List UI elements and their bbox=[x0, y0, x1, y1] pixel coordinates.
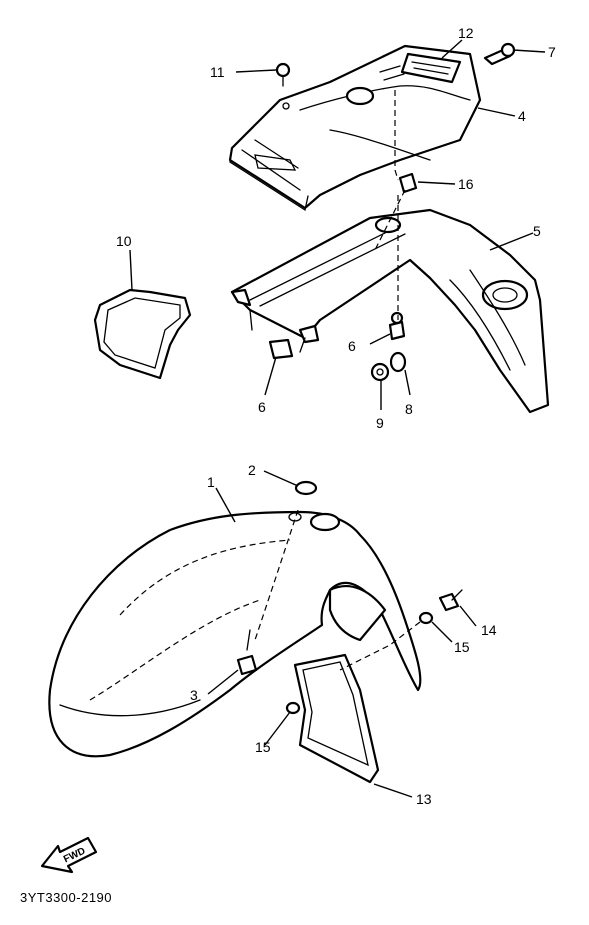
callout-10: 10 bbox=[116, 233, 132, 249]
callout-3: 3 bbox=[190, 687, 198, 703]
callout-12: 12 bbox=[458, 25, 474, 41]
part-13-mud-flap bbox=[293, 653, 380, 784]
fwd-arrow: FWD bbox=[40, 836, 98, 874]
part-5-rear-fender bbox=[230, 208, 550, 414]
callout-16: 16 bbox=[458, 176, 474, 192]
assembly-lines bbox=[254, 90, 421, 671]
callout-labels: 11 12 7 4 16 5 10 6 6 9 8 2 1 3 14 15 15… bbox=[116, 25, 556, 807]
callout-7: 7 bbox=[548, 44, 556, 60]
part-10-pad bbox=[93, 288, 192, 380]
callout-9: 9 bbox=[376, 415, 384, 431]
callout-13: 13 bbox=[416, 791, 432, 807]
part-1-front-fender bbox=[48, 510, 422, 758]
callout-6-right: 6 bbox=[348, 338, 356, 354]
callout-1: 1 bbox=[207, 474, 215, 490]
leader-lines bbox=[129, 39, 546, 798]
callout-15-left: 15 bbox=[255, 739, 271, 755]
callout-11: 11 bbox=[210, 64, 225, 80]
part-code: 3YT3300-2190 bbox=[20, 890, 112, 905]
callout-14: 14 bbox=[481, 622, 497, 638]
callout-15-right: 15 bbox=[454, 639, 470, 655]
callout-8: 8 bbox=[405, 401, 413, 417]
callout-6-left: 6 bbox=[258, 399, 266, 415]
callout-5: 5 bbox=[533, 223, 541, 239]
callout-4: 4 bbox=[518, 108, 526, 124]
part-4-upper-cover bbox=[228, 44, 482, 212]
callout-2: 2 bbox=[248, 462, 256, 478]
